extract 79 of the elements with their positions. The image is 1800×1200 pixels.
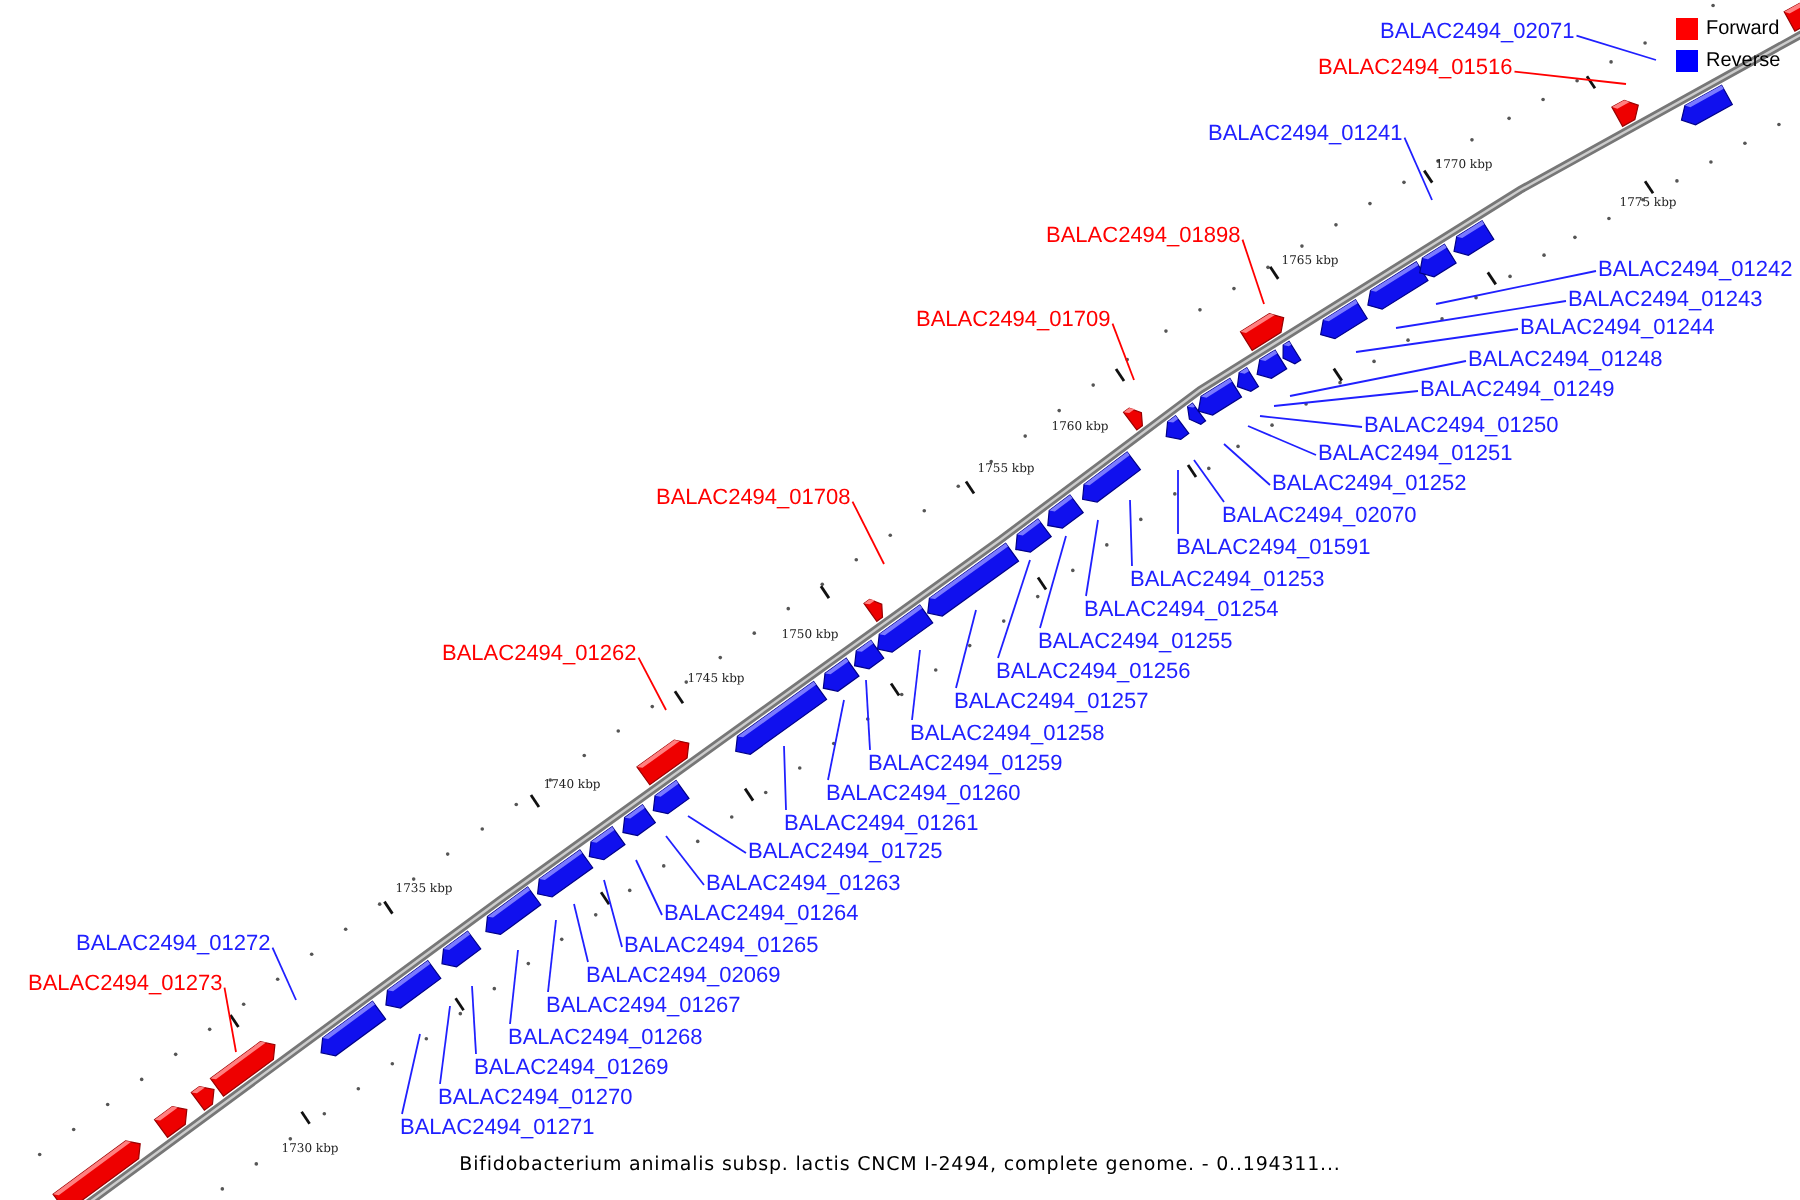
leader-line [1223,443,1271,486]
gene-label: BALAC2494_01251 [1318,442,1513,468]
gene-label: BALAC2494_01258 [910,722,1105,748]
gene-label: BALAC2494_01269 [474,1056,669,1082]
leader-line [573,903,589,963]
leader-line [223,986,237,1053]
gene-label: BALAC2494_01264 [664,902,859,928]
gene-label: BALAC2494_01248 [1468,348,1663,374]
leader-line [1513,70,1627,85]
leader-line [635,859,663,916]
gene-label: BALAC2494_01725 [748,840,943,866]
leader-line [1111,322,1135,381]
leader-line [783,745,787,811]
leader-line [851,500,885,565]
gene-label: BALAC2494_01263 [706,872,901,898]
gene-label: BALAC2494_01244 [1520,316,1715,342]
leader-line [1289,360,1467,397]
gene-label: BALAC2494_01259 [868,752,1063,778]
leader-line [1193,459,1225,503]
leader-line [509,949,519,1025]
gene-label: BALAC2494_01243 [1568,288,1763,314]
leader-line [1129,499,1133,567]
leader-line [1435,270,1597,305]
gene-label: BALAC2494_01898 [1046,224,1241,250]
leader-line [603,879,623,948]
gene-label: BALAC2494_01255 [1038,630,1233,656]
gene-label: BALAC2494_01249 [1420,378,1615,404]
leader-line [1247,425,1317,456]
leader-line [401,1033,421,1115]
leader-line [547,919,557,993]
leader-line [865,679,871,751]
legend-label: Forward [1706,18,1780,42]
leader-line [1403,136,1433,201]
gene-label: BALAC2494_01270 [438,1086,633,1112]
gene-label: BALAC2494_01250 [1364,414,1559,440]
gene-label: BALAC2494_01253 [1130,568,1325,594]
leader-line [687,815,747,854]
gene-label: BALAC2494_01262 [442,642,637,668]
gene-label: BALAC2494_01252 [1272,472,1467,498]
leader-line [1085,519,1099,597]
gene-label: BALAC2494_01256 [996,660,1191,686]
gene-label: BALAC2494_01272 [76,932,271,958]
legend-label: Reverse [1706,50,1781,74]
leader-line [955,609,977,689]
leader-line [1177,469,1179,535]
leader-line [1241,238,1265,305]
leader-line [1355,328,1519,353]
leader-line [827,699,845,781]
leader-line [1395,300,1567,329]
gene-label: BALAC2494_01708 [656,486,851,512]
gene-label: BALAC2494_01268 [508,1026,703,1052]
leader-line [1575,34,1657,61]
leader-line [439,1005,451,1085]
gene-label: BALAC2494_01709 [916,308,1111,334]
gene-label: BALAC2494_01254 [1084,598,1279,624]
gene-label: BALAC2494_01591 [1176,536,1371,562]
gene-label: BALAC2494_01241 [1208,122,1403,148]
gene-label: BALAC2494_02070 [1222,504,1417,530]
gene-label: BALAC2494_01273 [28,972,223,998]
gene-label: BALAC2494_01260 [826,782,1021,808]
leader-line [911,649,921,721]
leader-line [271,946,297,1001]
gene-label: BALAC2494_02071 [1380,20,1575,46]
caption: Bifidobacterium animalis subsp. lactis CNCM I-2494, complete genome. - 0..194311... [459,1154,1341,1176]
leader-line [1039,535,1067,629]
gene-label: BALAC2494_01265 [624,934,819,960]
leader-line [1273,390,1419,407]
gene-label: BALAC2494_01242 [1598,258,1793,284]
gene-label: BALAC2494_01261 [784,812,979,838]
leader-line [1259,415,1363,428]
leader-line [637,656,667,711]
gene-label: BALAC2494_02069 [586,964,781,990]
gene-label: BALAC2494_01516 [1318,56,1513,82]
leader-line [665,835,705,886]
leader-line [997,559,1031,659]
gene-label: BALAC2494_01271 [400,1116,595,1142]
leader-line [471,985,477,1055]
gene-label: BALAC2494_01267 [546,994,741,1020]
gene-label: BALAC2494_01257 [954,690,1149,716]
